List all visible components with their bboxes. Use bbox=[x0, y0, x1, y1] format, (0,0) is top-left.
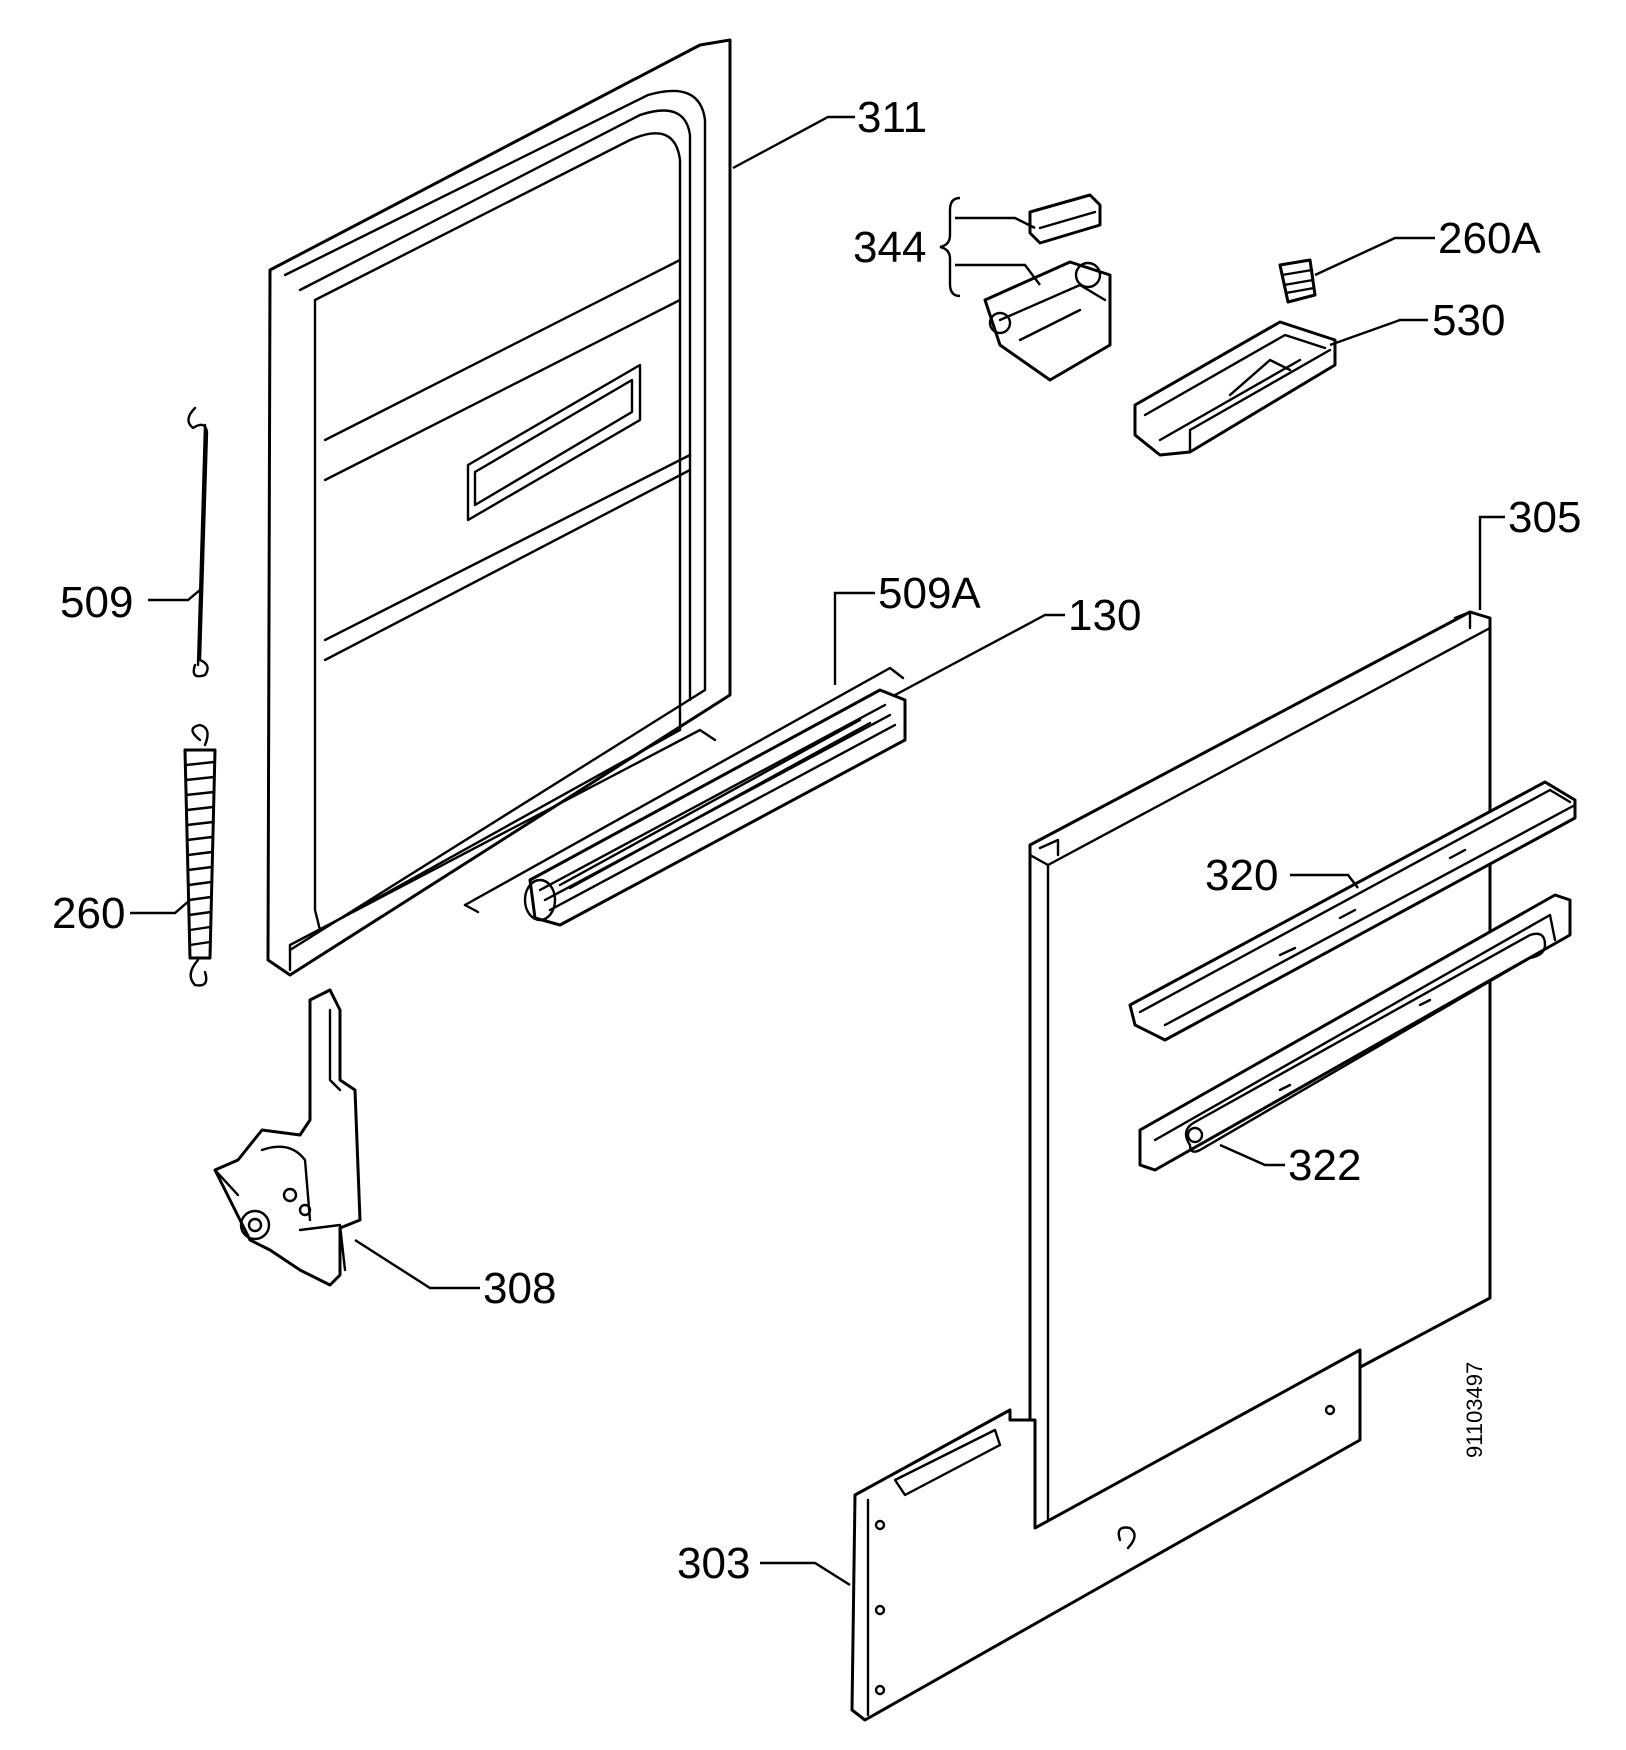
part-311-inner-door bbox=[266, 38, 732, 977]
part-303-plinth bbox=[850, 1348, 1362, 1722]
label-509a: 509A bbox=[878, 569, 981, 618]
leader-344-bottom bbox=[955, 263, 1041, 286]
leader-260a bbox=[1314, 236, 1435, 277]
label-311: 311 bbox=[857, 93, 927, 142]
leader-308 bbox=[354, 1238, 480, 1290]
part-509-rod bbox=[187, 406, 209, 678]
part-344-lock bbox=[983, 193, 1112, 382]
drawing-number: 91103497 bbox=[1462, 1362, 1487, 1458]
leader-130 bbox=[894, 613, 1065, 697]
label-303: 303 bbox=[677, 1539, 750, 1588]
label-308: 308 bbox=[483, 1264, 556, 1313]
label-509: 509 bbox=[60, 578, 133, 627]
part-530-catch bbox=[1133, 320, 1337, 457]
leader-344-top bbox=[955, 216, 1036, 230]
leader-509 bbox=[148, 589, 201, 602]
part-308-hinge bbox=[213, 988, 362, 1287]
leader-530 bbox=[1329, 318, 1428, 347]
part-130-seal bbox=[523, 688, 907, 927]
label-305: 305 bbox=[1508, 493, 1581, 542]
label-130: 130 bbox=[1068, 591, 1141, 640]
part-260a-small-spring bbox=[1278, 258, 1317, 304]
leader-320 bbox=[1290, 873, 1359, 889]
part-322-bracket bbox=[1138, 893, 1572, 1172]
leader-322 bbox=[1219, 1143, 1285, 1167]
leader-260 bbox=[130, 899, 191, 915]
label-260a: 260A bbox=[1438, 214, 1541, 263]
leader-305 bbox=[1478, 515, 1505, 610]
label-260: 260 bbox=[52, 889, 125, 938]
label-322: 322 bbox=[1288, 1141, 1361, 1190]
label-320: 320 bbox=[1205, 851, 1278, 900]
leader-303 bbox=[760, 1561, 851, 1587]
part-509a-wire bbox=[463, 666, 905, 914]
label-530: 530 bbox=[1432, 296, 1505, 345]
leader-311 bbox=[732, 115, 855, 170]
label-344: 344 bbox=[853, 223, 926, 272]
part-260-spring bbox=[183, 723, 217, 987]
brace-344 bbox=[939, 196, 961, 298]
part-320-rail bbox=[1128, 780, 1577, 1042]
leader-509a bbox=[833, 591, 875, 685]
